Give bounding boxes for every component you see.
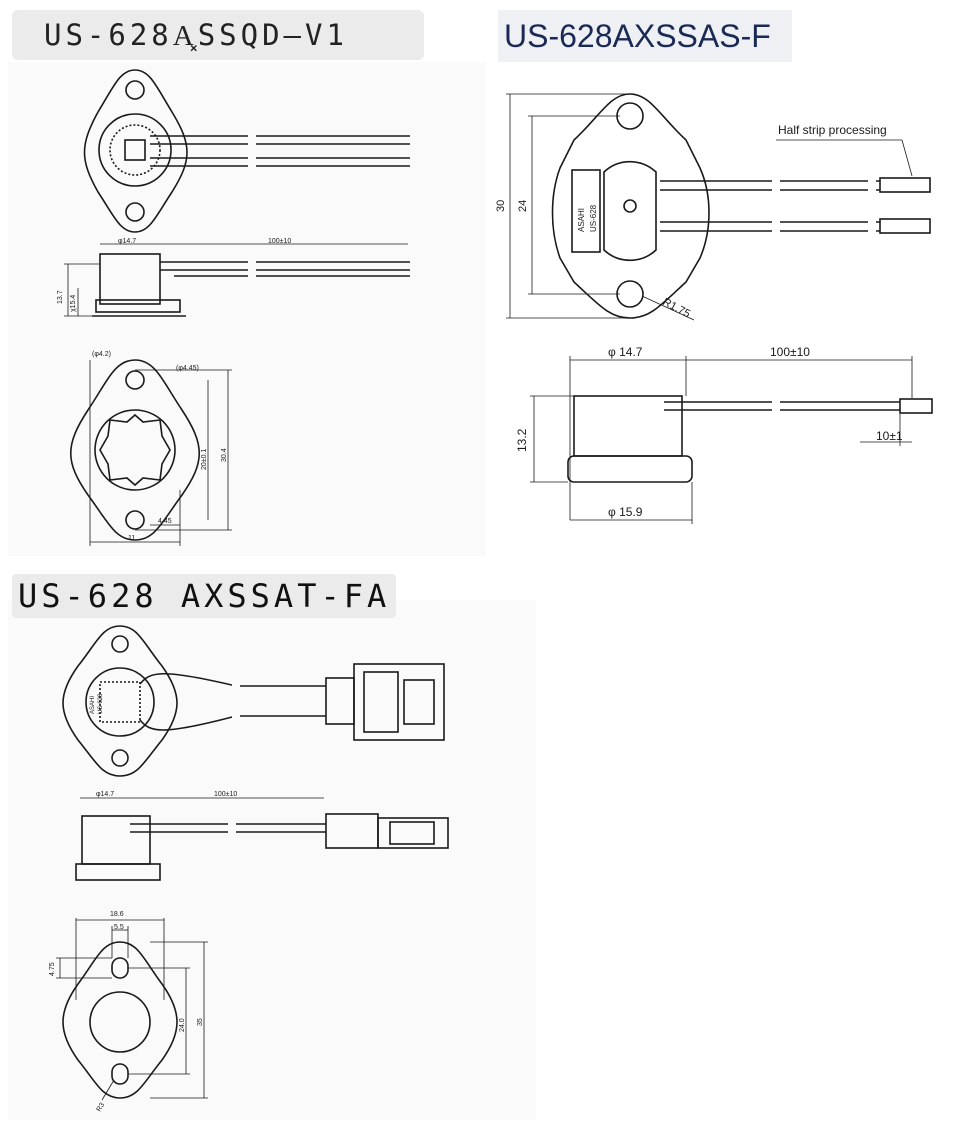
sat-dim-left: 4.75 [49, 962, 56, 976]
sat-dim-hole: 5.5 [114, 924, 124, 931]
sqd-dim-inner: 20±0.1 [201, 449, 208, 470]
sas-dim-base: φ 15.9 [608, 505, 643, 519]
sqd-dim-lead: 100±10 [268, 238, 291, 245]
sas-dim-outer: 30 [495, 200, 507, 212]
sat-dim-outer: 35 [197, 1018, 204, 1026]
sqd-dim-outer: 30.4 [221, 448, 228, 462]
sqd-dim-small: 4.45 [158, 518, 172, 525]
sat-dim-diameter: φ14.7 [96, 791, 114, 798]
sat-dim-radius: R3 [96, 1102, 107, 1113]
sat-dim-inner: 24.0 [179, 1018, 186, 1032]
sas-dim-strip: 10±1 [876, 429, 903, 443]
section-title-sas: US-628AXSSAS-F [498, 10, 792, 62]
sas-dim-height: 13.2 [515, 428, 529, 452]
sas-note-half-strip: Half strip processing [778, 123, 887, 137]
sqd-dim-diameter: φ14.7 [118, 238, 136, 245]
sat-label-brand: ASAHI [90, 696, 96, 714]
sas-label-brand: ASAHI [577, 208, 586, 232]
sqd-dim-height: 13.7 [57, 290, 64, 304]
sas-dim-inner: 24 [517, 200, 529, 212]
sqd-dim-hole-right: (φ4.45) [176, 365, 199, 372]
sqd-dim-flange: χ15.4 [70, 295, 77, 312]
sat-dim-width: 18.6 [110, 911, 124, 918]
sat-label-model: US-628 [98, 693, 104, 714]
sqd-dim-hole-left: (φ4.2) [92, 351, 111, 358]
sas-dim-lead: 100±10 [770, 345, 810, 359]
sas-dim-diameter: φ 14.7 [608, 345, 643, 359]
sat-dim-lead: 100±10 [214, 791, 237, 798]
sqd-dim-bottom: 11 [128, 535, 135, 542]
sas-label-model: US-628 [589, 204, 598, 232]
section-title-sat: US-628 AXSSAT-FA [12, 574, 396, 618]
section-title-sqd: US-628A͓SSQD—V1 [12, 10, 424, 60]
